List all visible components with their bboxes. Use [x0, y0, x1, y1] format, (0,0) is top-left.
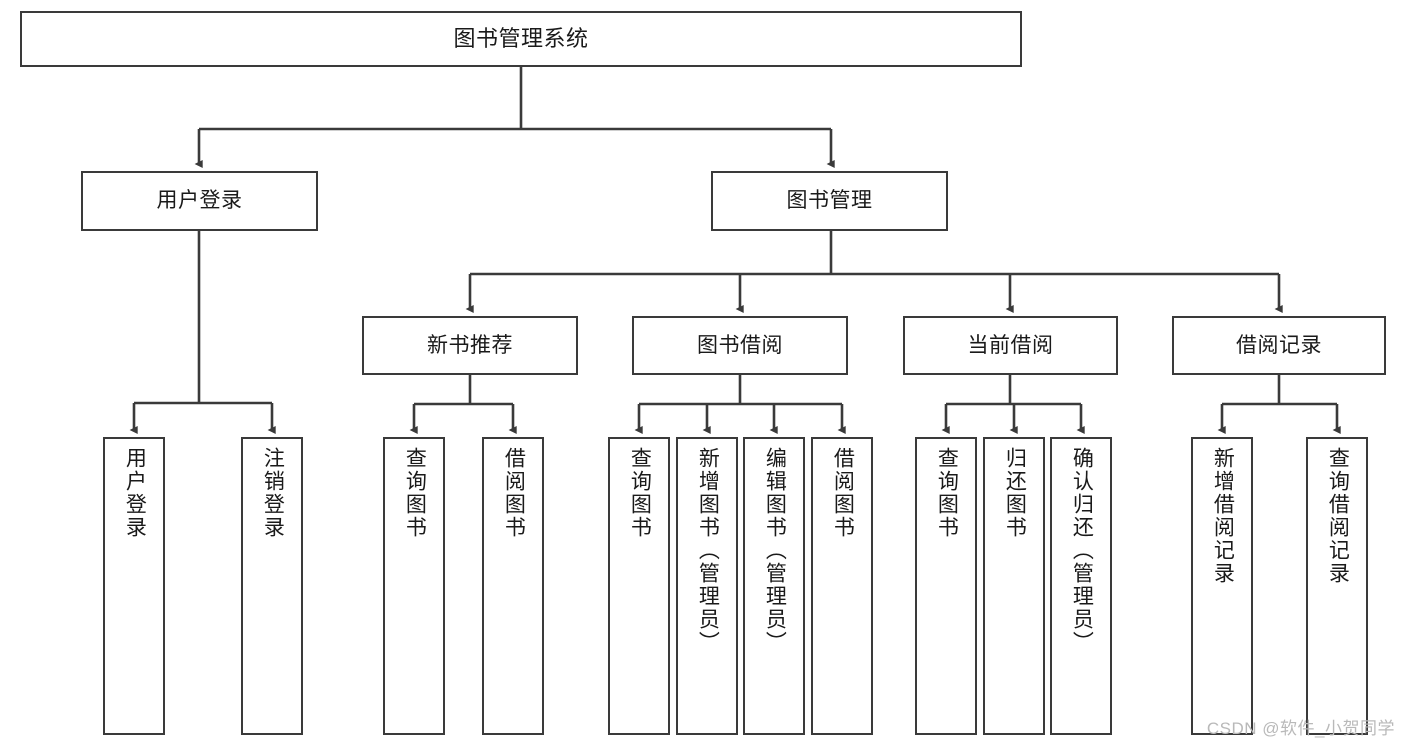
node-label: 借阅图书: [502, 447, 526, 539]
leaf-borrow-edit-book-admin[interactable]: 编辑图书（管理员）: [743, 437, 805, 735]
node-label: 用户登录: [156, 189, 243, 213]
leaf-current-query-book[interactable]: 查询图书: [915, 437, 977, 735]
leaf-user-login-logout[interactable]: 注销登录: [241, 437, 303, 735]
leaf-borrow-borrow-book[interactable]: 借阅图书: [811, 437, 873, 735]
node-label: 归还图书: [1003, 447, 1027, 539]
leaf-current-return-book[interactable]: 归还图书: [983, 437, 1045, 735]
node-label: 查询借阅记录: [1326, 447, 1350, 585]
node-label: 新书推荐: [427, 333, 513, 357]
node-label: 查询图书: [403, 447, 427, 539]
node-label: 当前借阅: [967, 333, 1054, 357]
node-label: 图书借阅: [697, 333, 783, 357]
node-label: 图书管理: [786, 189, 873, 213]
leaf-user-login-login[interactable]: 用户登录: [103, 437, 165, 735]
leaf-record-query-record[interactable]: 查询借阅记录: [1306, 437, 1368, 735]
node-label: 新增图书（管理员）: [696, 447, 720, 654]
node-label: 借阅记录: [1236, 333, 1322, 357]
leaf-record-add-record[interactable]: 新增借阅记录: [1191, 437, 1253, 735]
leaf-recommend-query-book[interactable]: 查询图书: [383, 437, 445, 735]
node-label: 确认归还（管理员）: [1070, 447, 1094, 654]
node-current-borrow[interactable]: 当前借阅: [903, 316, 1118, 375]
node-user-login[interactable]: 用户登录: [81, 171, 318, 231]
node-label: 查询图书: [935, 447, 959, 539]
leaf-borrow-query-book[interactable]: 查询图书: [608, 437, 670, 735]
leaf-borrow-add-book-admin[interactable]: 新增图书（管理员）: [676, 437, 738, 735]
node-borrow-record[interactable]: 借阅记录: [1172, 316, 1386, 375]
node-book-management[interactable]: 图书管理: [711, 171, 948, 231]
node-label: 注销登录: [261, 447, 285, 539]
node-label: 新增借阅记录: [1211, 447, 1235, 585]
node-label: 编辑图书（管理员）: [763, 447, 787, 654]
node-label: 用户登录: [123, 447, 147, 539]
node-new-book-recommend[interactable]: 新书推荐: [362, 316, 578, 375]
node-label: 借阅图书: [831, 447, 855, 539]
node-label: 查询图书: [628, 447, 652, 539]
node-label: 图书管理系统: [453, 25, 589, 51]
node-root-system[interactable]: 图书管理系统: [20, 11, 1022, 67]
leaf-current-confirm-return-admin[interactable]: 确认归还（管理员）: [1050, 437, 1112, 735]
leaf-recommend-borrow-book[interactable]: 借阅图书: [482, 437, 544, 735]
node-book-borrow[interactable]: 图书借阅: [632, 316, 848, 375]
